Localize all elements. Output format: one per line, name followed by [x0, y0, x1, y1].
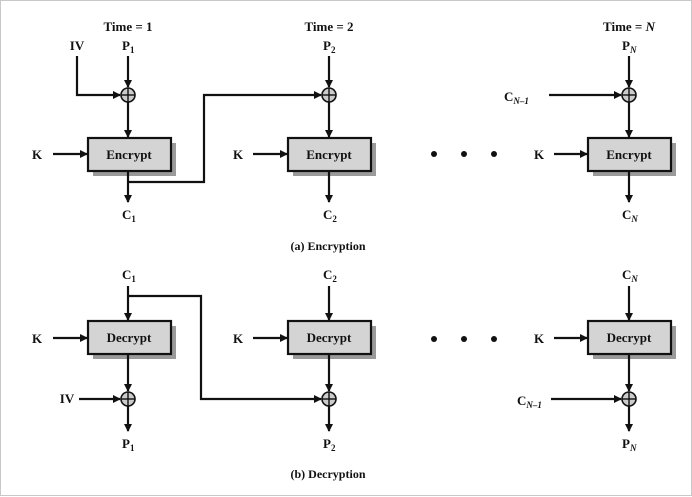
prev-ciphertext-label: CN–1: [517, 393, 542, 410]
svg-text:Decrypt: Decrypt: [307, 330, 352, 345]
plaintext-label: PN: [622, 38, 637, 55]
xor-icon: [120, 391, 136, 407]
key-label: K: [32, 147, 43, 162]
time-label: Time = 2: [304, 19, 353, 34]
svg-text:Encrypt: Encrypt: [106, 147, 152, 162]
chain-line: [128, 91, 322, 184]
decryption-section: C1 Decrypt K IV P1 C2 Decrypt: [32, 267, 676, 481]
enc-stage-1: Time = 1 P1 IV Encrypt K C1: [32, 19, 322, 224]
ellipsis-dots: [431, 336, 497, 342]
ciphertext-label: C1: [122, 207, 136, 224]
ellipsis-dots: [431, 151, 497, 157]
plaintext-label: PN: [622, 436, 637, 453]
iv-label: IV: [60, 391, 75, 406]
ciphertext-label: CN: [622, 267, 638, 284]
ciphertext-label: C2: [323, 267, 337, 284]
decrypt-box: Decrypt: [286, 319, 376, 359]
encryption-caption: (a) Encryption: [291, 239, 366, 253]
plaintext-label: P1: [122, 436, 135, 453]
xor-icon: [621, 391, 637, 407]
xor-icon: [120, 87, 136, 103]
encrypt-box: Encrypt: [586, 136, 676, 176]
dec-stage-n: CN Decrypt K CN–1 PN: [517, 267, 676, 453]
svg-text:Decrypt: Decrypt: [607, 330, 652, 345]
encrypt-box: Encrypt: [286, 136, 376, 176]
iv-label: IV: [70, 38, 85, 53]
svg-text:Decrypt: Decrypt: [107, 330, 152, 345]
xor-icon: [321, 391, 337, 407]
key-label: K: [534, 331, 545, 346]
key-label: K: [534, 147, 545, 162]
svg-text:Encrypt: Encrypt: [606, 147, 652, 162]
plaintext-label: P2: [323, 38, 336, 55]
svg-text:Encrypt: Encrypt: [306, 147, 352, 162]
time-label: Time = 1: [103, 19, 152, 34]
xor-icon: [621, 87, 637, 103]
decrypt-box: Decrypt: [586, 319, 676, 359]
dec-stage-1: C1 Decrypt K IV P1: [32, 267, 322, 453]
plaintext-label: P1: [122, 38, 135, 55]
enc-stage-2: Time = 2 P2 Encrypt K C2: [233, 19, 376, 224]
decryption-caption: (b) Decryption: [291, 467, 366, 481]
key-label: K: [233, 147, 244, 162]
plaintext-label: P2: [323, 436, 336, 453]
decrypt-box: Decrypt: [86, 319, 176, 359]
prev-ciphertext-label: CN–1: [504, 89, 529, 106]
key-label: K: [32, 331, 43, 346]
ciphertext-label: C1: [122, 267, 136, 284]
encryption-section: Time = 1 P1 IV Encrypt K C1 Time = 2 P2: [32, 19, 676, 253]
ciphertext-label: CN: [622, 207, 638, 224]
encrypt-box: Encrypt: [86, 136, 176, 176]
key-label: K: [233, 331, 244, 346]
ciphertext-label: C2: [323, 207, 337, 224]
dec-stage-2: C2 Decrypt K P2: [233, 267, 376, 453]
enc-stage-n: Time = N PN CN–1 Encrypt K CN: [504, 19, 676, 224]
time-label: Time = N: [603, 19, 656, 34]
chain-line: [128, 294, 322, 403]
xor-icon: [321, 87, 337, 103]
